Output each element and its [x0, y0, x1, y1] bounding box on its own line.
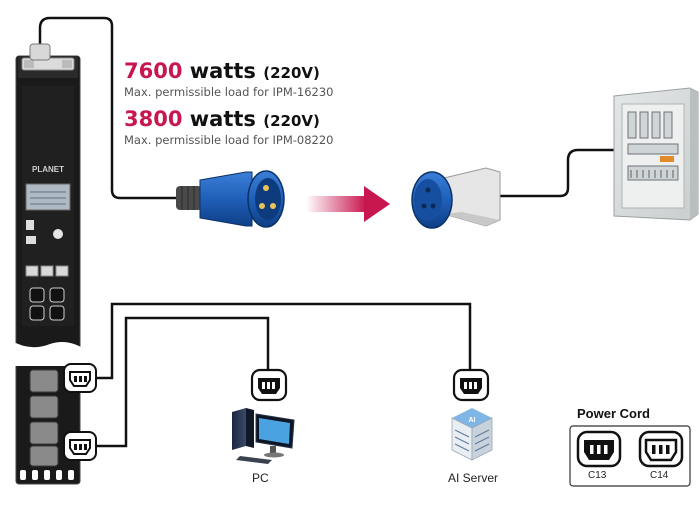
- spec-high-unit: watts: [189, 59, 256, 83]
- server-cable: [96, 302, 472, 380]
- pdu-brand: PLANET: [32, 165, 64, 174]
- spec-low-note: Max. permissible load for IPM-08220: [124, 133, 334, 147]
- spec-low-heading: 3800 watts (220V): [124, 108, 333, 132]
- spec-low-watts: 3800: [124, 107, 183, 131]
- pdu-rj45-ports: [25, 265, 69, 277]
- pc-plug-badge: [250, 368, 288, 402]
- direction-arrow: [306, 186, 390, 222]
- c13-label: C13: [588, 470, 607, 481]
- spec-high-voltage: (220V): [263, 64, 320, 82]
- pdu-outlet-badge-top: [63, 363, 97, 393]
- ai-server-icon: AI: [451, 408, 493, 461]
- spec-high-heading: 7600 watts (220V): [124, 60, 333, 84]
- pdu-outlets: [29, 369, 59, 467]
- spec-high-watts: 7600: [124, 59, 183, 83]
- ai-server-label: AI Server: [448, 471, 499, 485]
- pdu-outlet-badge-bottom: [63, 431, 97, 461]
- cables: [38, 16, 614, 448]
- pdu-lcd: [25, 183, 71, 211]
- pc-icon: [232, 408, 295, 464]
- spec-high-note: Max. permissible load for IPM-16230: [124, 85, 334, 99]
- c14-connector-icon: [638, 430, 684, 468]
- power-cord-title: Power Cord: [577, 406, 650, 421]
- spec-low: 3800 watts (220V) Max. permissible load …: [124, 108, 333, 147]
- pdu: PLANET: [10, 43, 86, 485]
- pdu-cutaway: [10, 340, 86, 366]
- power-cord-box: [569, 425, 691, 487]
- ai-server-badge: AI: [469, 417, 476, 424]
- electrical-panel: [613, 87, 699, 221]
- industrial-plug: [176, 170, 285, 228]
- wall-socket: [411, 167, 501, 229]
- pc-label: PC: [252, 471, 269, 485]
- c14-label: C14: [650, 470, 669, 481]
- spec-low-voltage: (220V): [263, 112, 320, 130]
- panel-cable: [500, 148, 614, 198]
- server-plug-badge: [452, 368, 490, 402]
- pdu-input-cable: [38, 16, 180, 200]
- c13-connector-icon: [576, 430, 622, 468]
- spec-high: 7600 watts (220V) Max. permissible load …: [124, 60, 333, 99]
- spec-low-unit: watts: [189, 107, 256, 131]
- pc-cable: [96, 316, 270, 448]
